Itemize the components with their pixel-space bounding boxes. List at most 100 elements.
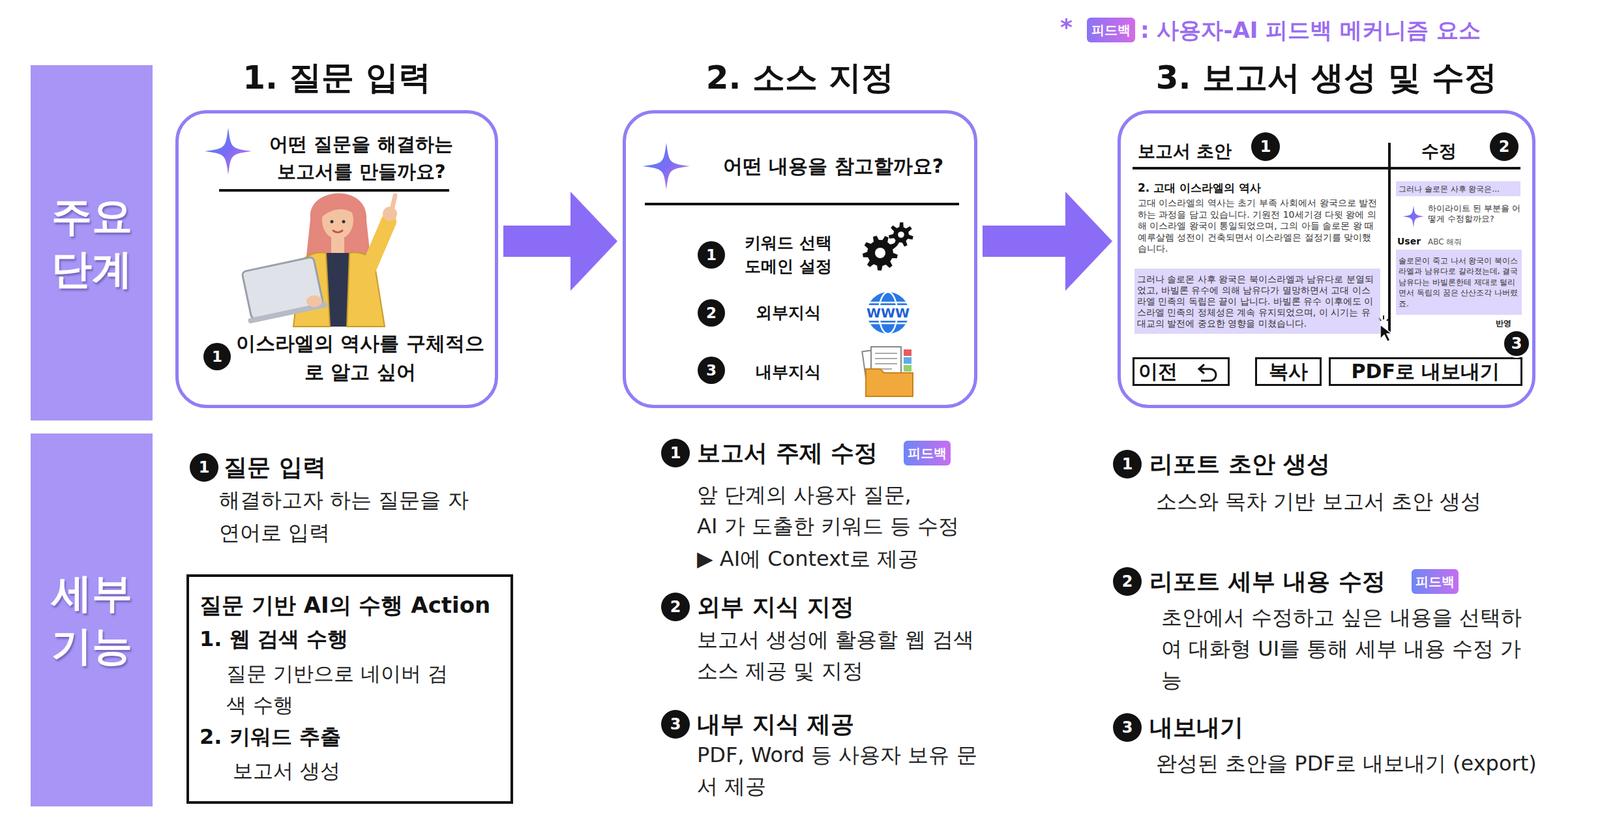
text-slot: 리포트 세부 내용 수정 — [1149, 567, 1386, 596]
text-slot: AI 가 도출한 키워드 등 수정 — [696, 510, 960, 542]
feature-heading: 내부 지식 제공 — [696, 710, 855, 739]
text-slot: 보고서 생성에 활용할 웹 검색 소스 제공 및 지정 — [696, 623, 991, 687]
callout-number: 3 — [661, 710, 690, 739]
highlight-box: 그러나 솔로몬 사후 왕국은 북이스라엘과 남유다로 분열되었고, 바빌론 유수… — [1134, 268, 1381, 334]
action-button: PDF로 내보내기 — [1328, 357, 1523, 386]
gear-icon — [897, 231, 905, 238]
document-icon — [903, 365, 912, 372]
divider-line — [219, 189, 450, 192]
text-slot: 완성된 초안을 PDF로 내보내기 (export) — [1155, 747, 1537, 780]
stage-heading: 3. 보고서 생성 및 수정 — [1091, 58, 1562, 98]
text-slot: 외부지식 — [739, 301, 838, 325]
text-slot: 1 — [661, 438, 690, 468]
person-illustration — [332, 230, 343, 233]
highlight-box-text: 솔로몬이 죽고 나서 왕국이 북이스라엘과 남유다로 갈라졌는데, 결국 남유다… — [1398, 255, 1520, 310]
stage-band: 세부 기능 — [30, 433, 153, 807]
text-slot: 초안에서 수정하고 싶은 내용을 선택하여 대화형 UI를 통해 세부 내용 수… — [1161, 601, 1527, 696]
text-slot: PDF, Word 등 사용자 보유 문서 제공 — [696, 739, 978, 802]
divider-line — [1388, 142, 1391, 332]
text-slot: 고대 이스라엘의 역사는 초기 부족 사회에서 왕국으로 발전하는 과정을 담고… — [1137, 197, 1379, 255]
highlight-box-text: 그러나 솔로몬 사후 왕국은... — [1398, 183, 1500, 195]
feedback-badge: 피드백 — [1411, 569, 1459, 594]
text-slot: 2 — [1489, 132, 1519, 162]
feature-heading: 외부 지식 지정 — [696, 592, 855, 622]
step-description: 질문 기반으로 네이버 검색 수행 — [226, 657, 448, 721]
person-illustration — [320, 200, 356, 218]
report-heading: 2. 고대 이스라엘의 역사 — [1137, 179, 1383, 196]
icon-label: WWW — [864, 305, 912, 321]
text-slot: ABC 해줘 — [1427, 235, 1462, 249]
sparkle-icon — [642, 142, 690, 190]
highlight-box: 그러나 솔로몬 사후 왕국은... — [1395, 181, 1521, 197]
document-icon — [874, 353, 898, 370]
text-slot: 어떤 내용을 참고할까요? — [696, 153, 971, 180]
text-slot: 2 — [661, 592, 690, 622]
gear-icon — [862, 222, 914, 271]
feature-description: AI 가 도출한 키워드 등 수정 — [696, 510, 960, 542]
text-slot: 키워드 선택 도메인 설정 — [739, 231, 838, 279]
text-slot: 1 — [203, 342, 231, 371]
callout-number: 2 — [661, 592, 690, 622]
source-option: 외부지식 — [739, 301, 838, 325]
stage-band: 주요 단계 — [30, 65, 153, 421]
prompt-question: 어떤 질문을 해결하는 보고서를 만들까요? — [256, 130, 466, 186]
cursor-icon — [1378, 315, 1390, 321]
source-option: 키워드 선택 도메인 설정 — [739, 231, 838, 279]
text-slot: 3. 보고서 생성 및 수정 — [1091, 58, 1562, 98]
stage-heading: 2. 소스 지정 — [596, 58, 1004, 98]
text-slot: 질문 입력 — [223, 453, 326, 482]
stage-heading: 1. 질문 입력 — [149, 58, 525, 98]
step-title: 2. 키워드 추출 — [199, 721, 500, 752]
text-slot: 내부 지식 제공 — [696, 710, 855, 739]
text-slot: 외부 지식 지정 — [696, 592, 855, 622]
callout-number: 2 — [1489, 132, 1519, 162]
flow-arrow — [503, 225, 571, 257]
callout-number: 2 — [1112, 567, 1142, 596]
legend-text: : 사용자-AI 피드백 메커니즘 요소 — [1140, 15, 1481, 45]
highlight-box: 솔로몬이 죽고 나서 왕국이 북이스라엘과 남유다로 갈라졌는데, 결국 남유다… — [1395, 249, 1522, 315]
step-description: 보고서 생성 — [232, 755, 429, 787]
feedback-badge-text: 피드백 — [1415, 573, 1455, 590]
text-slot: 해결하고자 하는 질문을 자연어로 입력 — [219, 483, 474, 549]
stage-panel: 2. 소스 지정어떤 내용을 참고할까요?키워드 선택 도메인 설정외부지식내부… — [622, 110, 978, 409]
apply-link: 반영 — [1495, 318, 1512, 329]
text-slot: 2 — [1112, 567, 1142, 596]
report-paragraph: 고대 이스라엘의 역사는 초기 부족 사회에서 왕국으로 발전하는 과정을 담고… — [1137, 197, 1379, 255]
panel-title: 수정 — [1421, 139, 1457, 163]
callout-number: 2 — [697, 299, 726, 327]
text-slot: 앞 단계의 사용자 질문, — [696, 479, 912, 511]
action-button-text: PDF로 내보내기 — [1351, 359, 1501, 384]
text-slot: 수정 — [1421, 139, 1457, 163]
text-slot: 1. 질문 입력 — [149, 58, 525, 98]
action-button: 이전 — [1132, 357, 1230, 386]
feature-description: 앞 단계의 사용자 질문, — [696, 479, 912, 511]
text-slot: ▶ AI에 Context로 제공 — [696, 543, 919, 575]
sparkle-icon — [204, 127, 252, 175]
text-slot: 내보내기 — [1149, 713, 1244, 742]
user-name: User — [1397, 234, 1421, 248]
person-illustration — [342, 220, 346, 224]
text-slot: 2. 소스 지정 — [596, 58, 1004, 98]
text-slot: WWW — [864, 305, 912, 321]
text-slot: 3 — [1112, 713, 1142, 742]
text-slot: User — [1397, 234, 1421, 248]
highlight-box-text: 그러나 솔로몬 사후 왕국은 북이스라엘과 남유다로 분열되었고, 바빌론 유수… — [1137, 273, 1378, 330]
panel-title: 보고서 초안 — [1137, 139, 1232, 163]
document-icon — [903, 357, 912, 364]
text-slot: 3 — [1502, 329, 1531, 358]
feedback-tag: 피드백 — [1091, 22, 1131, 38]
text-slot: 2. 고대 이스라엘의 역사 — [1137, 179, 1383, 196]
person-illustration — [237, 256, 328, 325]
box-title: 질문 기반 AI의 수행 Action — [199, 590, 506, 621]
text-slot: 보고서 생성 — [232, 755, 429, 787]
gear-icon — [862, 236, 898, 271]
action-list-box: 질문 기반 AI의 수행 Action1. 웹 검색 수행질문 기반으로 네이버… — [186, 574, 514, 804]
text-slot: 하이라이트 된 부분을 어떻게 수정할까요? — [1427, 203, 1521, 225]
text-slot: 1 — [1251, 132, 1280, 162]
callout-number: 3 — [1502, 329, 1531, 358]
text-slot: 소스와 목차 기반 보고서 초안 생성 — [1155, 485, 1482, 518]
cursor-icon — [1380, 324, 1393, 342]
text-slot: * — [1060, 13, 1073, 42]
feature-heading: 내보내기 — [1149, 713, 1244, 742]
text-slot: 1 — [1112, 449, 1142, 479]
